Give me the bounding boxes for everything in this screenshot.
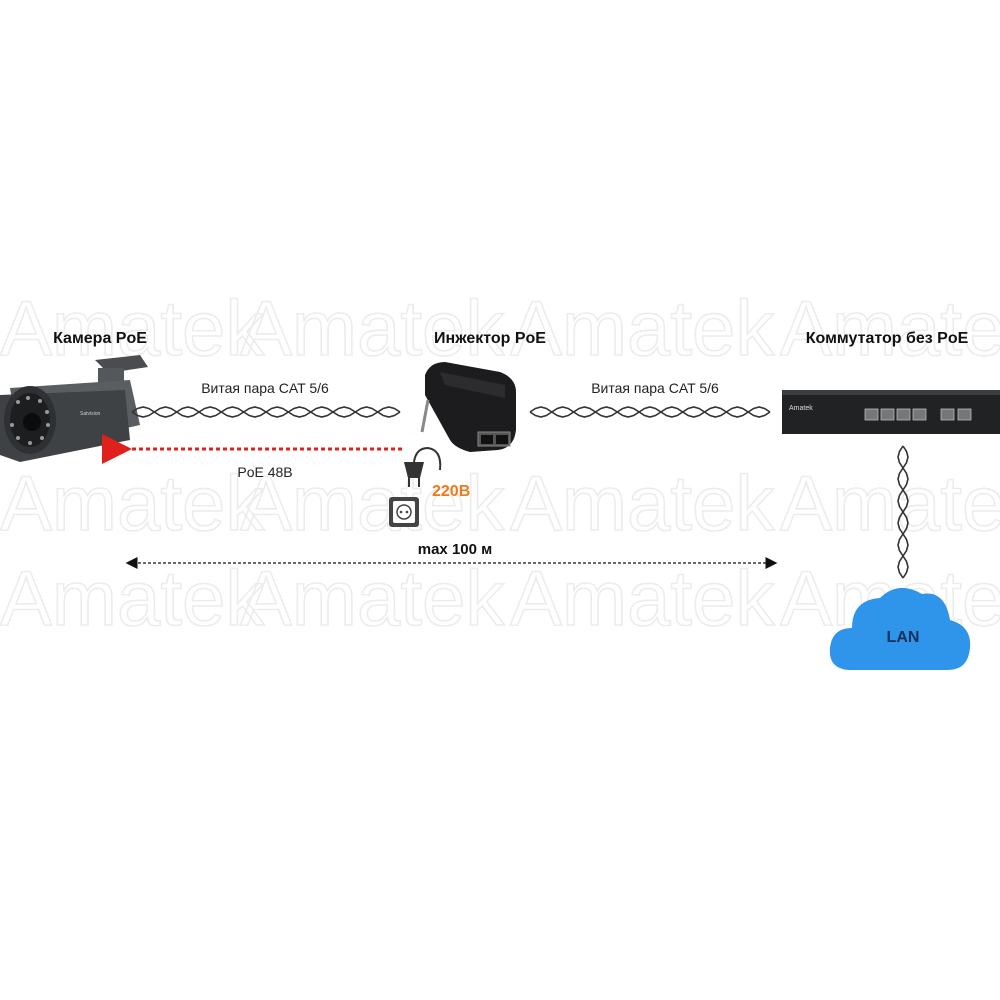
twisted-pair-cable-right xyxy=(529,406,771,418)
watermark-text: Amatek xyxy=(510,284,775,372)
lan-label: LAN xyxy=(887,629,920,646)
watermark-text: Amatek xyxy=(0,554,265,642)
watermark-text: Amatek xyxy=(510,459,775,547)
poe-injector-icon xyxy=(420,362,516,452)
watermark-text: Amatek xyxy=(780,459,1000,547)
watermark-text: Amatek xyxy=(240,284,505,372)
power-plug-icon xyxy=(404,446,442,487)
watermark-text: Amatek xyxy=(240,554,505,642)
watermark-text: Amatek xyxy=(0,459,265,547)
camera-title: Камера PoE xyxy=(53,330,147,347)
twisted-pair-cable-left xyxy=(131,406,401,418)
switch-title: Коммутатор без PoE xyxy=(806,330,969,347)
cable-strand xyxy=(897,445,909,579)
poe-power-label: PoE 48В xyxy=(237,464,292,480)
twisted-pair-cable-lan xyxy=(897,445,909,579)
cable-strand xyxy=(131,406,401,418)
injector-title: Инжектор PoE xyxy=(434,330,546,347)
network-switch-icon: Amatek xyxy=(782,390,1000,434)
watermark-text: Amatek xyxy=(780,284,1000,372)
distance-label: max 100 м xyxy=(418,541,492,558)
mains-voltage-label: 220В xyxy=(432,483,470,500)
watermark-text: Amatek xyxy=(240,459,505,547)
cable-right-label: Витая пара CAT 5/6 xyxy=(591,380,719,396)
power-socket-icon xyxy=(389,497,419,527)
lan-cloud-icon xyxy=(829,587,971,670)
cable-strand xyxy=(529,406,771,418)
cable-left-label: Витая пара CAT 5/6 xyxy=(201,380,329,396)
watermark-grid: AmatekAmatekAmatekAmatekAmatekAmatekAmat… xyxy=(0,283,1000,643)
switch-brand: Amatek xyxy=(789,405,813,412)
camera-brand: Satvision xyxy=(80,411,101,417)
watermark-text: Amatek xyxy=(510,554,775,642)
camera-icon: Satvision xyxy=(0,355,148,462)
cable-strand xyxy=(529,406,771,418)
